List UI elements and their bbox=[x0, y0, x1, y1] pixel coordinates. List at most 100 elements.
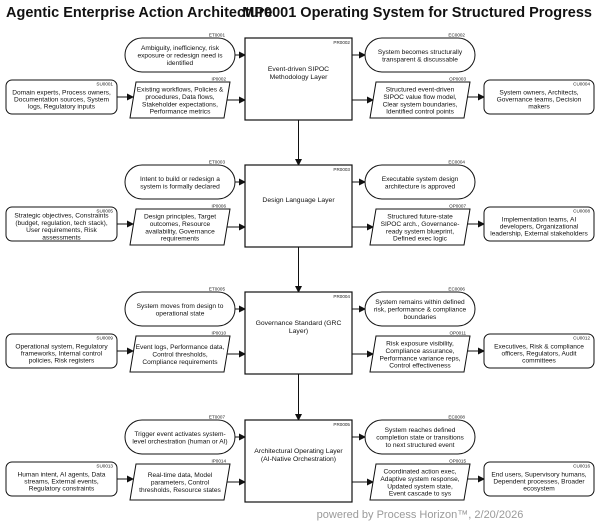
customer-code: CU0016 bbox=[573, 464, 590, 469]
output-label-line: SIPOC value flow model, bbox=[383, 94, 456, 101]
output-code: OP0015 bbox=[449, 459, 466, 464]
process-code: PR0005 bbox=[333, 422, 350, 427]
result-label-line: to next structured event bbox=[386, 442, 455, 449]
input-code: IP0006 bbox=[211, 204, 226, 209]
customer-code: CU0004 bbox=[573, 82, 590, 87]
customer-box[interactable] bbox=[483, 79, 595, 115]
trigger-label-line: level orchestration (human or AI) bbox=[132, 438, 227, 445]
customer-box[interactable] bbox=[483, 206, 595, 242]
output-data[interactable] bbox=[369, 335, 471, 373]
result-label-line: transparent & discussable bbox=[382, 56, 458, 63]
input-label-line: requirements bbox=[161, 236, 200, 243]
output-label-line: Updated system state, bbox=[387, 483, 453, 490]
input-label-line: Control thresholds, bbox=[152, 352, 208, 359]
trigger-label-line: Intent to build or redesign a bbox=[140, 176, 220, 183]
customer-label-line: Governance teams, Decision bbox=[497, 97, 582, 104]
process-code: PR0004 bbox=[333, 294, 350, 299]
input-label-line: Compliance requirements bbox=[142, 359, 218, 366]
result-code: EC0002 bbox=[448, 33, 465, 38]
supplier-box[interactable] bbox=[5, 79, 118, 115]
process-box[interactable] bbox=[244, 37, 353, 121]
result-event[interactable] bbox=[364, 37, 476, 73]
result-label-line: completion state or transitions bbox=[376, 435, 464, 442]
process-label: Architectural Operating Layer(AI-Native … bbox=[254, 448, 343, 463]
output-label-line: Control effectiveness bbox=[389, 363, 451, 370]
supplier-label-line: Human intent, AI agents, Data bbox=[18, 471, 106, 478]
result-code: EC0004 bbox=[448, 160, 465, 165]
input-data[interactable] bbox=[129, 81, 231, 119]
customer-box[interactable] bbox=[483, 461, 595, 497]
process-label-line: Design Language Layer bbox=[262, 197, 335, 204]
supplier-box[interactable] bbox=[5, 333, 118, 369]
trigger-event[interactable] bbox=[124, 164, 236, 200]
customer-label-line: System owners, Architects, bbox=[499, 89, 578, 96]
input-label-line: Existing workflows, Policies & bbox=[137, 87, 224, 94]
result-event[interactable] bbox=[364, 291, 476, 327]
input-data[interactable] bbox=[129, 208, 231, 246]
output-label-line: SIPOC arch., Governance- bbox=[381, 221, 460, 228]
result-event[interactable] bbox=[364, 419, 476, 455]
supplier-label-line: policies, Risk registers bbox=[29, 358, 95, 365]
footer-credit: powered by Process Horizon™, 2/20/2026 bbox=[317, 509, 524, 521]
supplier-box[interactable] bbox=[5, 206, 118, 242]
output-data[interactable] bbox=[369, 208, 471, 246]
process-box[interactable] bbox=[244, 291, 353, 375]
customer-box[interactable] bbox=[483, 333, 595, 369]
diagram-title-left: Agentic Enterprise Action Architecture bbox=[6, 5, 272, 21]
process-box[interactable] bbox=[244, 419, 353, 503]
process-box[interactable] bbox=[244, 164, 353, 248]
customer-label-line: officers, Regulators, Audit bbox=[501, 351, 576, 358]
output-label-line: Adaptive system response, bbox=[380, 476, 459, 483]
input-label-line: thresholds, Resource states bbox=[139, 487, 221, 494]
customer-label-line: makers bbox=[528, 104, 550, 111]
customer-label-line: developers, Organizational bbox=[500, 224, 579, 231]
input-data[interactable] bbox=[129, 463, 231, 501]
customer-label-line: leadership, External stakeholders bbox=[490, 231, 588, 238]
trigger-code: ET0003 bbox=[209, 160, 226, 165]
supplier-label-line: Documentation sources, System bbox=[14, 97, 109, 104]
supplier-code: SU0013 bbox=[96, 464, 113, 469]
result-event[interactable] bbox=[364, 164, 476, 200]
input-label-line: Design principles, Target bbox=[144, 214, 216, 221]
customer-code: CU0012 bbox=[573, 336, 590, 341]
output-label-line: Performance variance reps, bbox=[380, 355, 461, 362]
supplier-label-line: streams, External events, bbox=[24, 479, 99, 486]
output-data[interactable] bbox=[369, 81, 471, 119]
trigger-label: Trigger event activates system-level orc… bbox=[132, 431, 227, 445]
trigger-label-line: Trigger event activates system- bbox=[134, 431, 225, 438]
input-label-line: Performance metrics bbox=[150, 109, 212, 116]
supplier-label-line: (budget, regulation, tech stack), bbox=[15, 220, 108, 227]
supplier-label-line: assessments bbox=[42, 234, 81, 241]
process-label-line: Governance Standard (GRC bbox=[256, 320, 342, 327]
input-code: IP0014 bbox=[211, 459, 226, 464]
input-label: Event logs, Performance data,Control thr… bbox=[136, 344, 225, 366]
output-label: Coordinated action exec,Adaptive system … bbox=[380, 469, 459, 498]
supplier-code: SU0005 bbox=[96, 209, 113, 214]
supplier-box[interactable] bbox=[5, 461, 118, 497]
output-data[interactable] bbox=[369, 463, 471, 501]
input-label-line: procedures, Data flows, bbox=[145, 94, 214, 101]
output-label-line: Structured event-driven bbox=[386, 87, 455, 94]
trigger-event[interactable] bbox=[124, 37, 236, 73]
output-code: OP0003 bbox=[449, 77, 466, 82]
supplier-label: Domain experts, Process owners,Documenta… bbox=[12, 89, 111, 110]
diagram-title-right: MP0001 Operating System for Structured P… bbox=[242, 5, 592, 21]
trigger-event[interactable] bbox=[124, 291, 236, 327]
process-code: PR0002 bbox=[333, 40, 350, 45]
trigger-event[interactable] bbox=[124, 419, 236, 455]
input-data[interactable] bbox=[129, 335, 231, 373]
trigger-label-line: exposure or redesign need is bbox=[137, 53, 223, 60]
supplier-label-line: User requirements, Risk bbox=[26, 227, 97, 234]
supplier-code: SU0001 bbox=[96, 82, 113, 87]
process-label-line: Architectural Operating Layer bbox=[254, 448, 343, 455]
